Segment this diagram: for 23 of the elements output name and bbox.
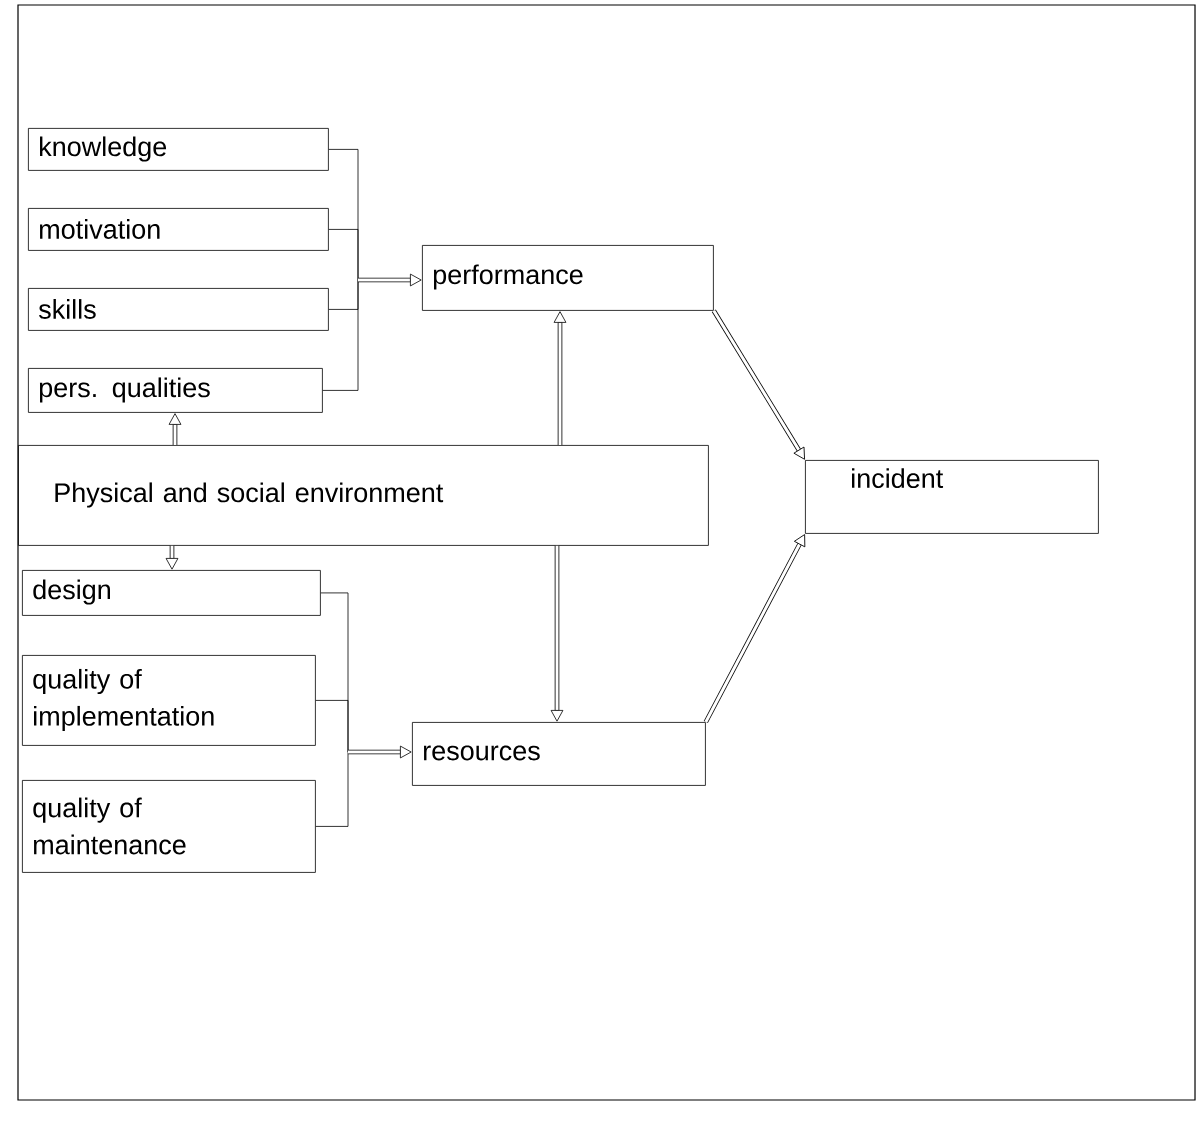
- arrow: [168, 413, 182, 445]
- bracket-line: [315, 700, 349, 753]
- arrow: [703, 534, 806, 724]
- box: skills: [28, 288, 329, 331]
- box: performance: [422, 245, 714, 311]
- box: pers. qualities: [28, 368, 323, 413]
- box: quality of maintenance: [22, 780, 316, 873]
- arrow: [711, 309, 805, 460]
- box: quality of implementation: [22, 655, 316, 746]
- box: resources: [412, 722, 706, 786]
- arrow: [550, 545, 564, 722]
- arrow: [358, 273, 422, 287]
- bracket-line: [328, 229, 359, 281]
- box: knowledge: [28, 128, 329, 171]
- band-box: Physical and social environment: [18, 445, 709, 546]
- box: incident: [805, 460, 1099, 534]
- bracket-line: [322, 279, 359, 391]
- box: motivation: [28, 208, 329, 251]
- arrow: [553, 311, 567, 445]
- bracket-line: [315, 751, 349, 827]
- arrow: [165, 545, 179, 570]
- arrow: [348, 745, 412, 759]
- box: design: [22, 570, 321, 616]
